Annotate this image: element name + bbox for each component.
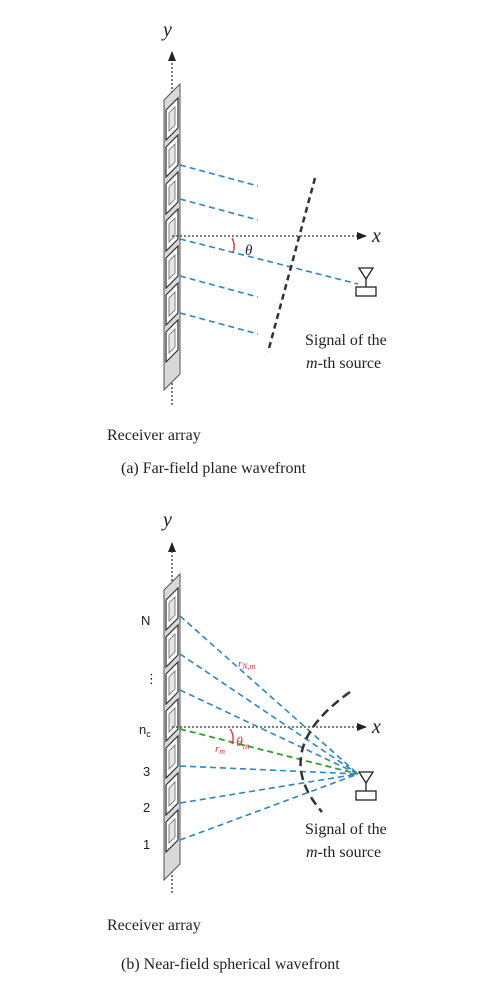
source-index-b: m xyxy=(306,844,318,861)
rm-sub: m xyxy=(219,747,225,756)
source-suffix-a: -th source xyxy=(318,355,382,372)
element-label-2: 2 xyxy=(143,800,150,815)
array-element-inner xyxy=(168,781,176,807)
signal-label-b-line2: m-th source xyxy=(306,844,381,861)
array-element-inner xyxy=(168,291,176,317)
element-label-nc: nc xyxy=(139,722,151,739)
range-label-rm: rm xyxy=(215,743,225,756)
ray xyxy=(179,312,259,335)
signal-label-a-line2: m-th source xyxy=(306,355,381,372)
ray-center-nc xyxy=(179,728,359,775)
theta-sub: m xyxy=(243,741,250,751)
receiver-array-b xyxy=(163,572,181,882)
spherical-wavefront-b xyxy=(299,690,351,813)
angle-label-b: θm xyxy=(236,735,250,751)
x-axis-label-a: x xyxy=(371,225,381,247)
angle-arc-a xyxy=(231,237,235,253)
rNm-sub: N,m xyxy=(241,662,255,671)
x-axis-label-b: x xyxy=(371,716,381,738)
caption-b: (b) Near-field spherical wavefront xyxy=(121,956,340,973)
source-suffix-b: -th source xyxy=(318,844,382,861)
ray-1 xyxy=(179,773,359,841)
nc-sub: c xyxy=(146,729,151,739)
array-elements-b xyxy=(165,586,179,854)
source-antenna-b xyxy=(355,771,377,801)
array-element-inner xyxy=(168,596,176,622)
ray xyxy=(179,275,259,298)
receiver-array-label-a: Receiver array xyxy=(107,427,201,444)
ray xyxy=(179,164,259,187)
theta-main: θ xyxy=(236,735,243,750)
array-element-inner xyxy=(168,254,176,280)
ray xyxy=(179,198,259,221)
array-element-inner xyxy=(168,633,176,659)
source-index-a: m xyxy=(306,355,318,372)
range-label-rNm: rN,m xyxy=(238,658,256,671)
angle-arc-b xyxy=(229,728,234,745)
array-element-inner xyxy=(168,106,176,132)
signal-label-b-line1: Signal of the xyxy=(305,821,387,838)
spherical-rays-b xyxy=(179,615,359,841)
plane-wave-rays-a xyxy=(179,164,359,335)
ray xyxy=(179,653,359,775)
array-element-inner xyxy=(168,328,176,354)
ray xyxy=(179,689,359,775)
element-label-3: 3 xyxy=(143,764,150,779)
element-label-N: N xyxy=(141,613,150,628)
element-label-1: 1 xyxy=(143,837,150,852)
y-axis-label-a: y xyxy=(161,19,172,41)
ray-to-source xyxy=(179,238,359,285)
ray-2 xyxy=(179,773,359,804)
element-label-ellipsis: ⋮ xyxy=(145,671,158,686)
array-element-inner xyxy=(168,707,176,733)
caption-a: (a) Far-field plane wavefront xyxy=(121,460,306,477)
plane-wavefront-a xyxy=(266,177,317,353)
array-elements-a xyxy=(165,96,179,364)
array-element-inner xyxy=(168,670,176,696)
nc-main: n xyxy=(139,722,146,737)
array-element-inner xyxy=(168,744,176,770)
rm-main: r xyxy=(215,743,220,755)
receiver-array-a xyxy=(163,82,181,392)
signal-label-a-line1: Signal of the xyxy=(305,332,387,349)
element-labels-b: N ⋮ nc 3 2 1 xyxy=(139,613,158,852)
rNm-main: r xyxy=(238,658,243,670)
ray-N xyxy=(179,615,359,775)
source-antenna-a xyxy=(355,267,377,297)
ray-3 xyxy=(179,765,359,775)
array-element-inner xyxy=(168,180,176,206)
y-axis-label-b: y xyxy=(161,509,172,531)
angle-label-a: θ xyxy=(245,243,253,259)
array-element-inner xyxy=(168,143,176,169)
panel-b: y N ⋮ nc 3 2 1 x rN,m rm xyxy=(107,509,387,973)
array-element-inner xyxy=(168,818,176,844)
receiver-array-label-b: Receiver array xyxy=(107,917,201,934)
panel-a: y x θ Signal of the m-th source xyxy=(107,19,387,477)
